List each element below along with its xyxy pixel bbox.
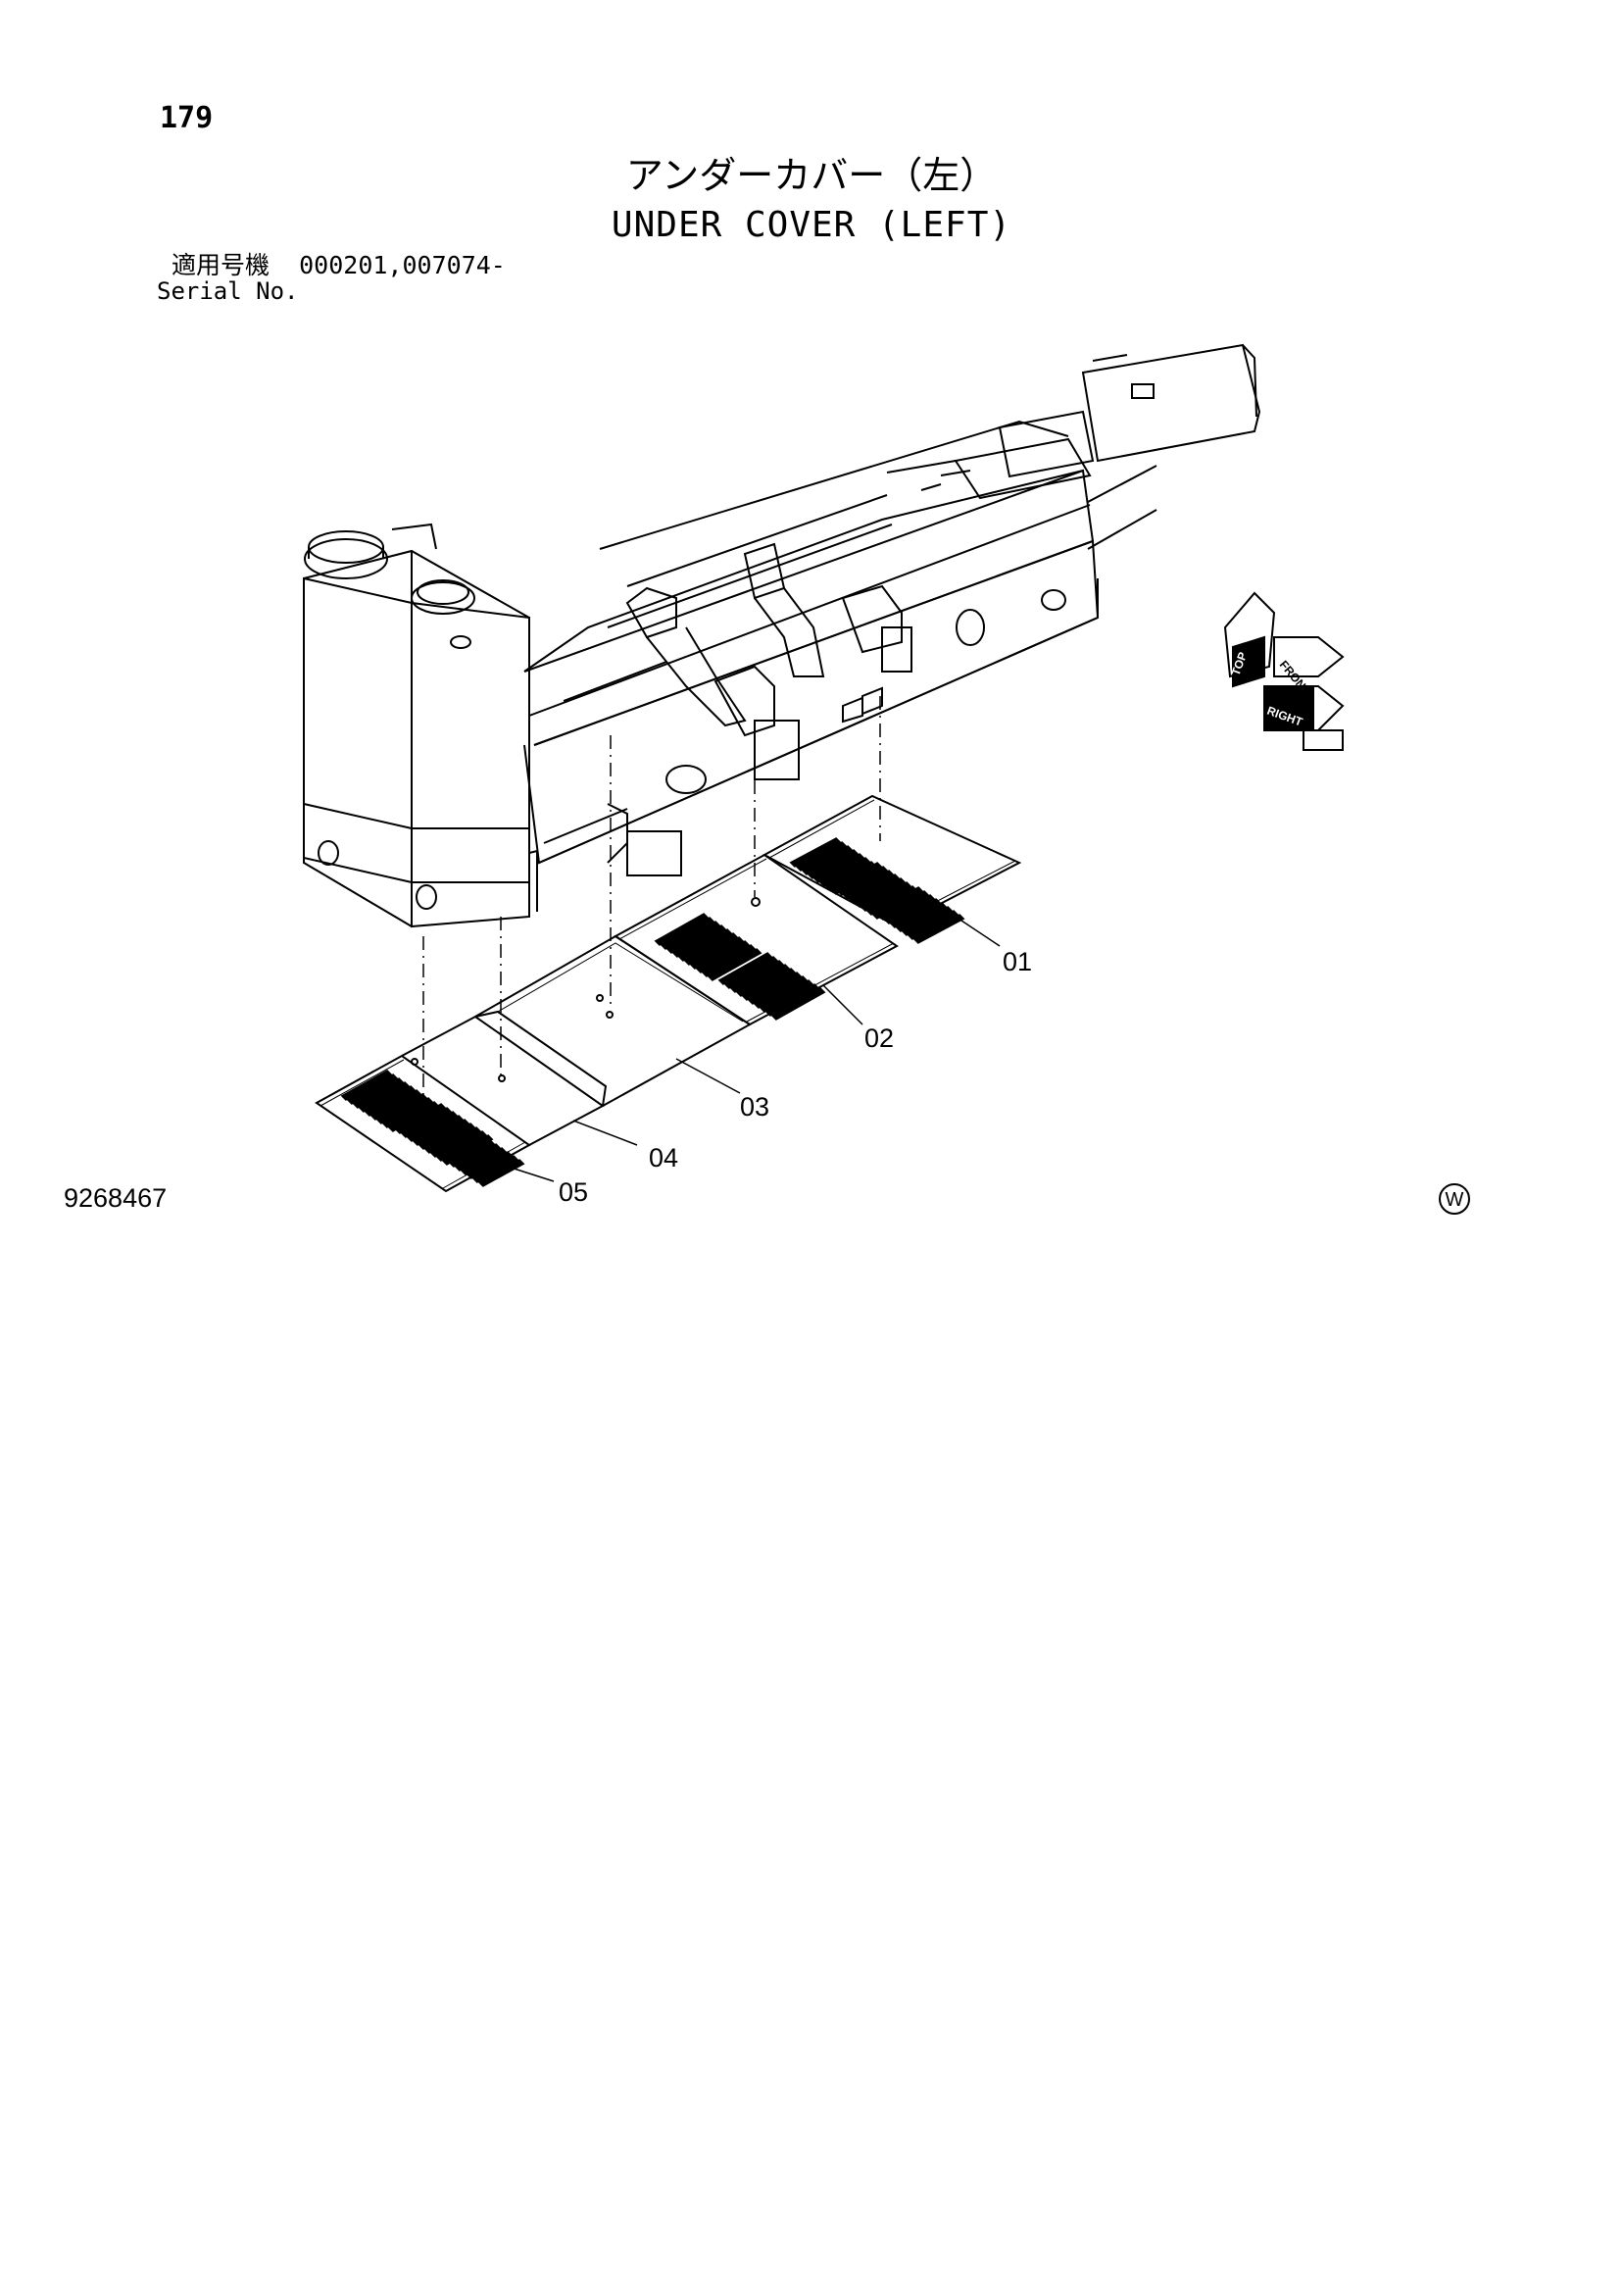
serial-label-english: Serial No. [157,277,299,305]
grille-slot [477,1159,525,1187]
grille-slot [358,1081,411,1113]
grille-slot [406,1111,459,1142]
grille-slot [423,1123,476,1154]
grille-slot [735,964,791,997]
grille-slot [759,979,814,1013]
w-mark-icon: W [1439,1183,1470,1215]
grille-slot [671,924,727,958]
grille-slot [877,890,930,921]
grille-slot [818,857,871,887]
grille-slot [854,877,907,908]
grille-slot [770,987,826,1021]
grille-slot [907,910,959,940]
frame-side-beams [523,420,1100,865]
page-number: 179 [160,101,214,135]
grille-slot [860,881,912,912]
grille-slot [400,1107,453,1138]
grille-slot [448,1139,496,1168]
grille-slot [895,902,948,932]
grille-slot [364,1085,417,1117]
grille-slot [812,853,865,883]
leader-lines [422,696,881,1127]
callout-02: 02 [864,1023,894,1053]
callout-05: 05 [559,1177,588,1207]
grille-slot [471,1155,519,1183]
grille-slot [801,845,854,875]
grille-slot [883,894,936,924]
grille-slot [764,983,820,1017]
grille-slot [435,1130,488,1162]
grille-slots-05 [340,1070,525,1187]
grille-slot [412,1115,465,1146]
grille-slot [665,921,721,954]
grille-slot [654,913,710,946]
grille-slot [375,1093,428,1124]
direction-indicator-icon: TOP FRONT RIGHT [1223,591,1345,751]
grille-slots-02 [654,913,826,1021]
grille-slot [729,960,785,993]
grille-slot [466,1151,514,1179]
grille-slot [795,841,848,872]
tank-assembly [303,523,538,928]
callout-01: 01 [1003,947,1032,976]
page-title-english: UNDER COVER (LEFT) [611,205,1012,245]
serial-values: 000201,007074- [299,251,506,279]
grille-slot [460,1147,508,1175]
grille-slot [340,1070,393,1101]
grille-slot [346,1073,399,1105]
grille-slot [701,944,757,977]
grille-slot [677,928,733,962]
grille-slot [871,886,924,917]
callout-leaders [501,906,1001,1182]
grille-slot [418,1119,470,1150]
frame-cross-members [607,542,1066,876]
grille-slot [842,870,895,900]
grille-slot [889,898,942,928]
grille-slot [717,952,773,985]
grille-slot [381,1097,434,1128]
drawing-number: 9268467 [64,1183,168,1213]
grille-slot [848,873,901,904]
grille-slot [836,866,889,896]
grille-slot [352,1077,405,1109]
grille-slot [429,1126,482,1158]
grille-slot [394,1103,447,1134]
grille-slot [441,1134,494,1166]
under-cover-04 [401,1010,608,1146]
grille-slot [747,972,803,1005]
grille-slot [683,932,739,966]
frame-rear-section [886,343,1261,550]
grille-slot [660,917,715,950]
serial-label-japanese: 適用号機 [172,251,270,279]
grille-slot [807,849,860,879]
page-title-japanese: アンダーカバー（左） [625,154,998,197]
grille-slot [901,906,954,936]
grille-slot [753,975,809,1009]
grille-slot [454,1143,502,1172]
callout-04: 04 [649,1143,678,1173]
grille-slot [723,956,779,989]
grille-slot [689,936,745,970]
grille-slot [789,837,842,868]
exploded-parts-diagram: 01 02 03 04 05 TOP FRONT RIGHT [303,343,1345,1207]
grille-slot [695,940,751,973]
grille-slot [707,948,762,981]
grille-slot [369,1089,422,1121]
grille-slots-01 [789,837,965,944]
grille-slot [741,968,797,1001]
grille-slot [830,862,883,892]
grille-slot [912,914,965,944]
callout-03: 03 [740,1092,769,1122]
serial-line: 適用号機 000201,007074- [172,253,506,277]
